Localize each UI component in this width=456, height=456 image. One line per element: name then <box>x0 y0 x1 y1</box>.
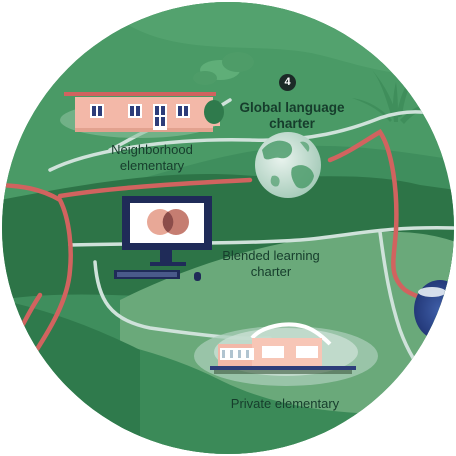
label-blended-learning-charter: Blended learning charter <box>206 248 336 280</box>
private-school-building <box>194 322 378 386</box>
globe-icon <box>255 132 321 198</box>
red-roads <box>2 129 454 363</box>
label-global-line-2: charter <box>269 116 315 131</box>
label-blended-line-1: Blended learning <box>222 248 320 263</box>
neighborhood-school-building <box>60 92 224 138</box>
label-private-elementary: Private elementary <box>230 396 340 411</box>
label-global-line-1: Global language <box>239 100 345 115</box>
pond-foam <box>418 287 446 297</box>
label-neighborhood-line-2: elementary <box>119 158 185 173</box>
tree-cluster <box>193 52 254 85</box>
label-blended-line-2: charter <box>250 264 292 279</box>
step-number-badge: 4 <box>279 74 296 91</box>
label-neighborhood-elementary: Neighborhood elementary <box>92 142 212 174</box>
label-neighborhood-line-1: Neighborhood <box>111 142 193 157</box>
label-global-language-charter: Global language charter <box>222 100 362 132</box>
computer-icon <box>114 196 212 281</box>
